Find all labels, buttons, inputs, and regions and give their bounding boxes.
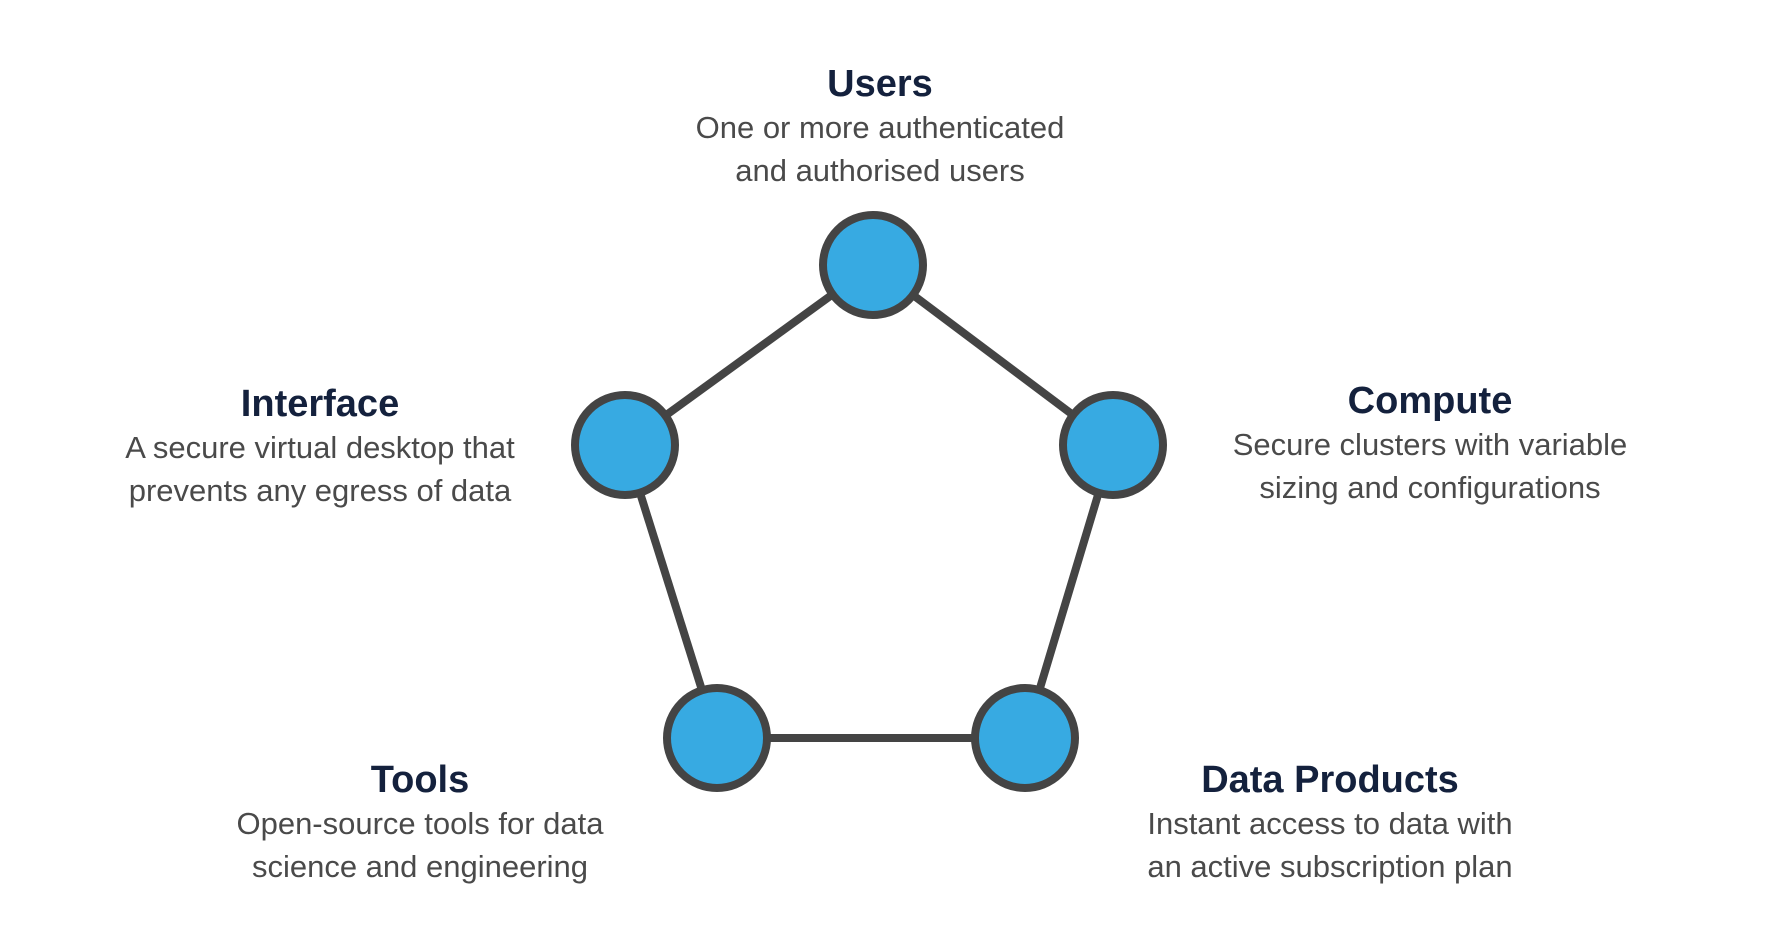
node-circle-products [971, 684, 1079, 792]
node-label-users: Users One or more authenticated and auth… [620, 62, 1140, 192]
node-desc-compute-line1: Secure clusters with variable [1232, 427, 1628, 462]
node-title-compute: Compute [1347, 380, 1513, 422]
node-circle-tools [663, 684, 771, 792]
node-label-compute: Compute Secure clusters with variable si… [1170, 379, 1690, 509]
nodes [571, 211, 1167, 792]
node-circle-interface [571, 391, 679, 499]
node-title-tools: Tools [370, 759, 470, 801]
node-desc-data-products-line1: Instant access to data with [1147, 806, 1513, 841]
node-desc-interface-line2: prevents any egress of data [128, 473, 512, 508]
node-label-tools: Tools Open-source tools for data science… [160, 758, 680, 888]
node-desc-users-line1: One or more authenticated [695, 110, 1065, 145]
node-desc-interface-line1: A secure virtual desktop that [125, 430, 515, 465]
node-desc-data-products-line2: an active subscription plan [1147, 849, 1513, 884]
node-desc-compute-line2: sizing and configurations [1259, 470, 1601, 505]
node-desc-tools-line2: science and engineering [251, 849, 589, 884]
node-title-interface: Interface [240, 383, 400, 425]
node-circle-users [819, 211, 927, 319]
node-desc-users-line2: and authorised users [735, 153, 1025, 188]
node-circle-compute [1059, 391, 1167, 499]
edges [621, 261, 1117, 742]
node-title-users: Users [827, 63, 933, 105]
node-label-interface: Interface A secure virtual desktop that … [60, 382, 580, 512]
node-title-data-products: Data Products [1201, 759, 1459, 801]
node-desc-tools-line1: Open-source tools for data [236, 806, 604, 841]
node-label-data-products: Data Products Instant access to data wit… [1070, 758, 1590, 888]
